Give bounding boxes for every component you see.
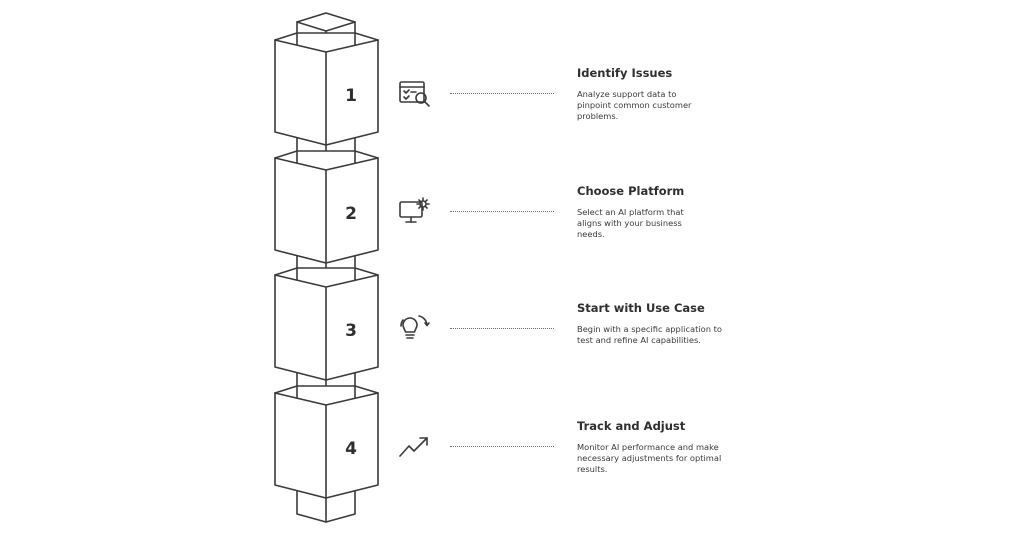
connector-line-2 [450, 211, 554, 212]
step-description-1: Analyze support data to pinpoint common … [577, 89, 692, 122]
lightbulb-refresh-icon [400, 315, 430, 339]
step-description-3: Begin with a specific application to tes… [577, 324, 722, 346]
step-number-2: 2 [345, 204, 357, 224]
checklist-search-icon [399, 81, 430, 107]
tower-box-2 [274, 150, 379, 264]
tower-box-4 [274, 385, 379, 499]
trend-up-arrow-icon [399, 437, 428, 457]
step-number-4: 4 [345, 439, 357, 459]
step-number-3: 3 [345, 321, 357, 341]
connector-line-4 [450, 446, 554, 447]
monitor-gear-icon [399, 197, 430, 223]
step-title-4: Track and Adjust [577, 419, 686, 433]
step-number-1: 1 [345, 86, 357, 106]
tower-box-3 [274, 267, 379, 381]
connector-line-1 [450, 93, 554, 94]
step-title-1: Identify Issues [577, 66, 673, 80]
step-description-2: Select an AI platform that aligns with y… [577, 207, 684, 240]
step-description-4: Monitor AI performance and make necessar… [577, 442, 722, 475]
tower-box-1 [274, 32, 379, 146]
step-title-2: Choose Platform [577, 184, 685, 198]
connector-line-3 [450, 328, 554, 329]
step-title-3: Start with Use Case [577, 301, 705, 315]
